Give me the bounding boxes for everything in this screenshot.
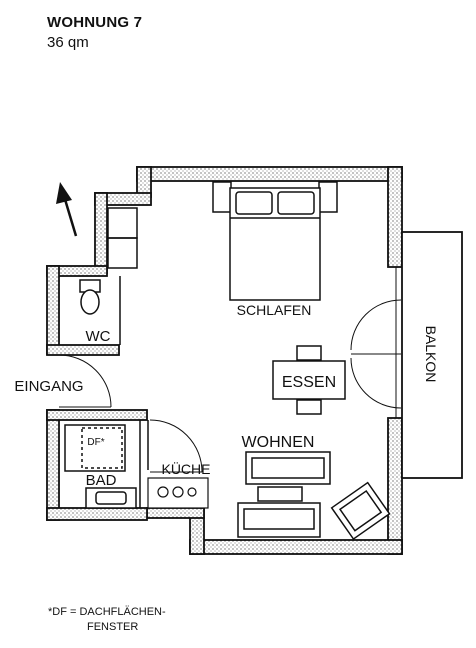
room-label-schlafen: SCHLAFEN [237,302,312,318]
bed-icon [212,181,338,301]
room-label-eingang: EINGANG [14,378,83,395]
internal-walls [107,207,149,508]
toilet-icon [79,279,101,315]
armchair-icon [330,481,391,541]
walls [46,166,403,555]
stove-icon [147,477,209,509]
sink-icon [85,487,137,509]
room-label-kueche: KÜCHE [161,460,210,477]
plan-title: WOHNUNG 7 [47,14,143,31]
table-icon [272,345,346,415]
df-marker: DF* [87,437,104,448]
room-label-wohnen: WOHNEN [242,434,315,451]
footnote-line-1: *DF = DACHFLÄCHEN- [48,606,166,618]
room-label-bad: BAD [86,472,117,489]
plan-area: 36 qm [47,34,89,51]
door-swings [58,299,402,473]
room-label-essen: ESSEN [282,374,336,391]
room-label-wc: WC [86,328,111,345]
north-arrow-icon [56,182,78,237]
sofa-icon [237,451,331,538]
room-label-balkon: BALKON [423,326,439,383]
footnote-line-2: FENSTER [87,621,139,633]
balcony [395,231,463,479]
shower-icon [64,424,126,472]
